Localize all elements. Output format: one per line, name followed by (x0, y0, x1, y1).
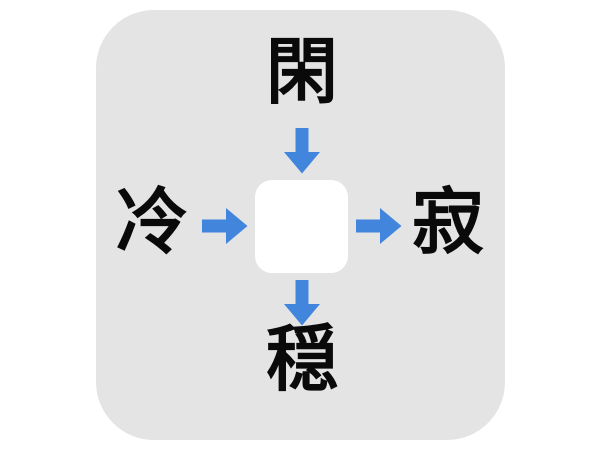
kanji-bottom: 穏 (265, 317, 338, 401)
arrow-down-icon (284, 280, 320, 326)
arrow-down-icon (284, 128, 320, 174)
kanji-top: 閑 (265, 30, 338, 114)
arrow-right-icon (356, 208, 402, 244)
arrow-right-icon (202, 208, 248, 244)
center-answer-box[interactable] (255, 180, 348, 273)
kanji-left: 冷 (115, 180, 188, 264)
kanji-right: 寂 (411, 180, 484, 264)
